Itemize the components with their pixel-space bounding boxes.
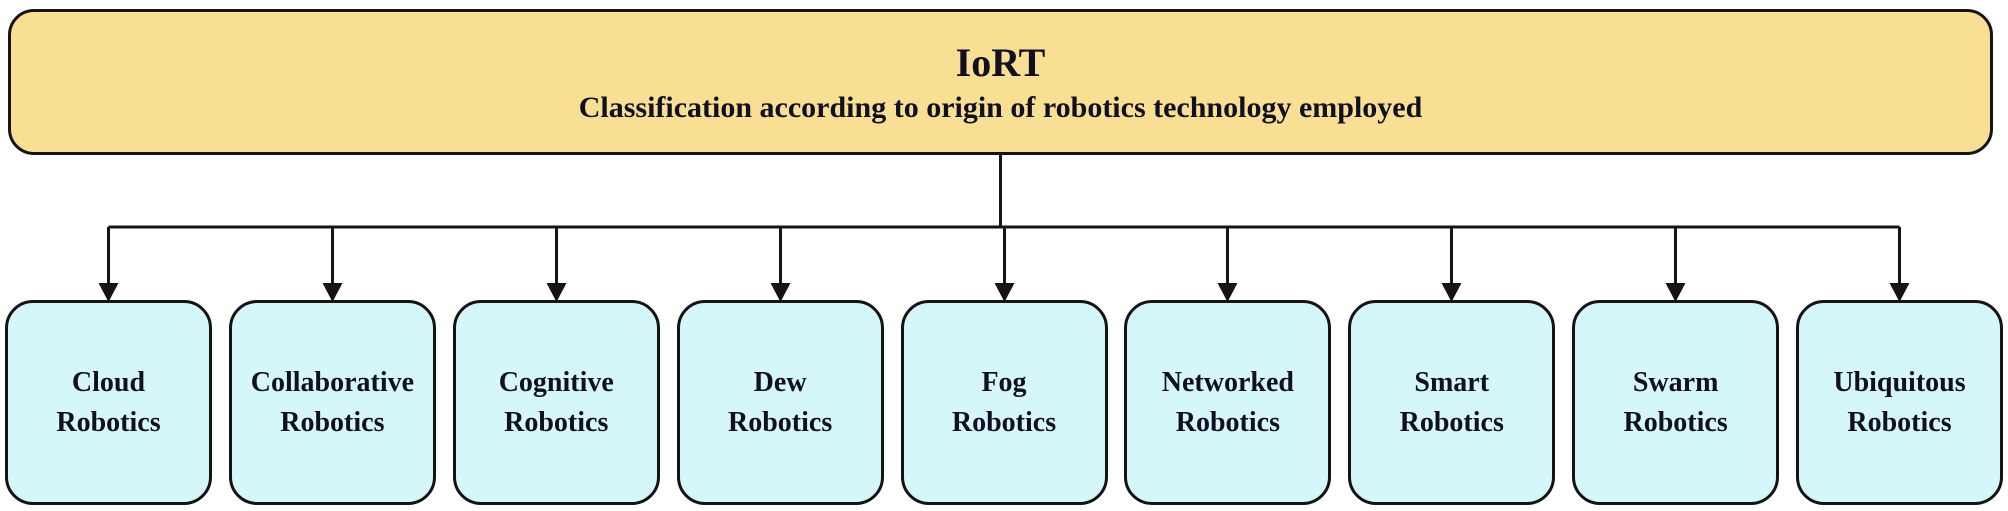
node-label-line-1: Collaborative	[250, 366, 415, 398]
node-label-line-2: Robotics	[951, 406, 1057, 438]
node-label-line-1: Dew	[753, 366, 807, 398]
child-node-row: Cloud Robotics Collaborative Robotics Co…	[5, 300, 2003, 505]
node-fog-robotics: Fog Robotics	[900, 300, 1108, 505]
root-title: IoRT	[955, 40, 1046, 85]
node-smart-robotics: Smart Robotics	[1348, 300, 1556, 505]
node-label-line-2: Robotics	[1175, 406, 1280, 438]
node-label: Swarm Robotics	[1624, 363, 1728, 443]
node-label: Fog Robotics	[952, 363, 1056, 443]
node-label-line-2: Robotics	[1399, 406, 1504, 438]
node-label-line-2: Robotics	[1623, 406, 1728, 438]
node-label: Dew Robotics	[728, 363, 832, 443]
node-cognitive-robotics: Cognitive Robotics	[452, 300, 660, 505]
node-label: Networked Robotics	[1162, 363, 1294, 443]
node-label-line-1: Swarm	[1632, 366, 1719, 398]
node-label-line-1: Cloud	[71, 366, 146, 398]
node-networked-robotics: Networked Robotics	[1124, 300, 1332, 505]
node-ubiquitous-robotics: Ubiquitous Robotics	[1796, 300, 2003, 505]
root-node-iort: IoRT Classification according to origin …	[8, 9, 1993, 155]
node-label-line-2: Robotics	[504, 406, 609, 438]
root-subtitle: Classification according to origin of ro…	[578, 91, 1423, 124]
node-label-line-2: Robotics	[56, 406, 161, 438]
node-label: Ubiquitous Robotics	[1833, 363, 1965, 443]
node-label-line-2: Robotics	[728, 406, 833, 438]
node-swarm-robotics: Swarm Robotics	[1572, 300, 1780, 505]
node-label-line-1: Networked	[1161, 366, 1294, 398]
node-dew-robotics: Dew Robotics	[676, 300, 884, 505]
node-label: Cognitive Robotics	[499, 363, 614, 443]
node-label-line-1: Ubiquitous	[1833, 366, 1966, 398]
node-label-line-1: Cognitive	[498, 366, 614, 398]
node-label-line-1: Smart	[1414, 366, 1490, 398]
node-label-line-2: Robotics	[1847, 406, 1952, 438]
node-label-line-2: Robotics	[280, 406, 385, 438]
node-label: Collaborative Robotics	[251, 363, 414, 443]
node-label-line-1: Fog	[981, 366, 1027, 398]
node-cloud-robotics: Cloud Robotics	[5, 300, 212, 505]
node-collaborative-robotics: Collaborative Robotics	[228, 300, 436, 505]
node-label: Cloud Robotics	[56, 363, 160, 443]
node-label: Smart Robotics	[1400, 363, 1504, 443]
